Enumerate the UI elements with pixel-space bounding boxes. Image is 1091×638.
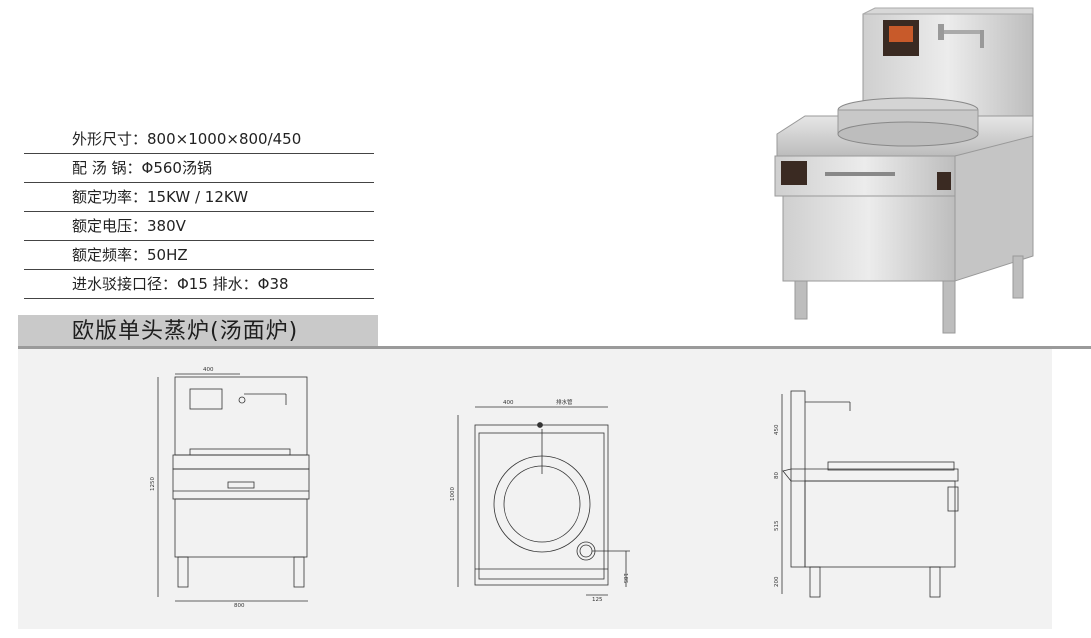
technical-drawings: 400 1250 800 [150,367,959,609]
side-h2: 80 [774,472,780,479]
top-view: 400 排水管 1000 185 125 [450,398,630,603]
top-offset-y: 185 [622,573,628,584]
side-view: 450 80 515 200 [774,390,959,598]
spec-row-power: 额定功率：15KW / 12KW [24,183,374,212]
spec-row-size: 外形尺寸：800×1000×800/450 [24,125,374,154]
product-title: 欧版单头蒸炉(汤面炉) [72,319,299,344]
front-height: 1250 [150,477,156,491]
drawing-panel: 400 1250 800 [18,349,1052,629]
side-h3: 515 [774,520,780,531]
top-width: 400 [503,400,514,406]
side-h4: 200 [774,576,780,587]
spec-row-voltage: 额定电压：380V [24,212,374,241]
title-underline [18,346,1091,349]
top-depth: 1000 [450,487,456,501]
spec-row-frequency: 额定频率：50HZ [24,241,374,270]
side-h1: 450 [774,424,780,435]
drain-label: 排水管 [556,398,573,406]
spec-row-water: 进水驳接口径：Φ15 排水：Φ38 [24,270,374,299]
product-photo [774,7,1034,334]
spec-row-pot: 配 汤 锅：Φ560汤锅 [24,154,374,183]
spec-list: 外形尺寸：800×1000×800/450 配 汤 锅：Φ560汤锅 额定功率：… [24,125,374,299]
title-tab [18,315,378,348]
front-view: 400 1250 800 [150,367,310,609]
front-width-bottom: 800 [234,603,245,609]
front-width-top: 400 [203,367,214,373]
top-offset-x: 125 [592,597,603,603]
